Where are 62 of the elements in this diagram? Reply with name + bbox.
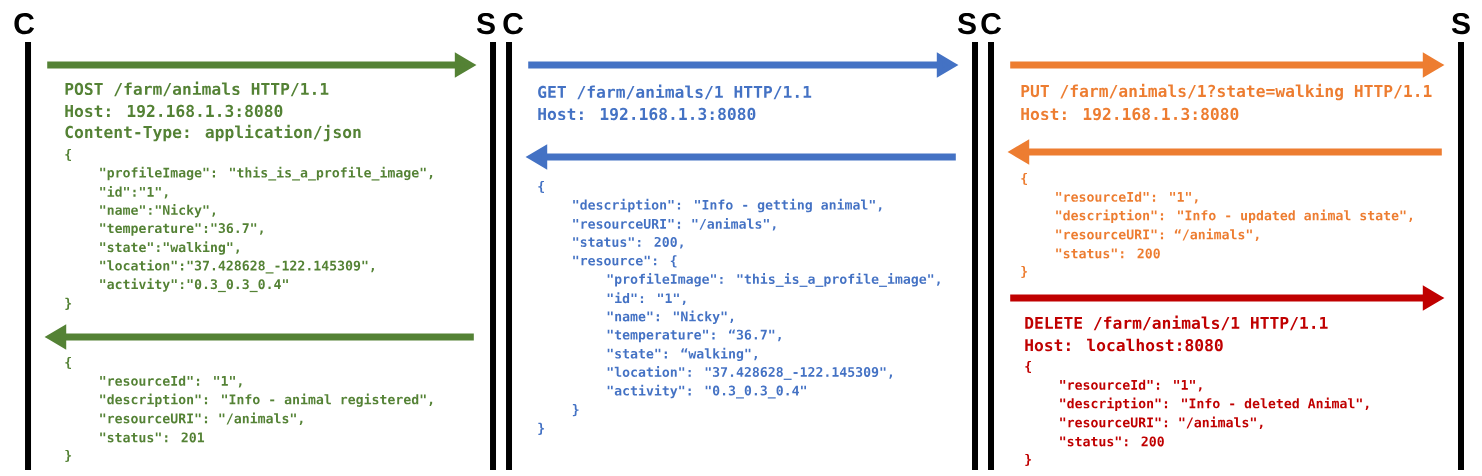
node-label: S	[1451, 13, 1470, 35]
code-line: Host: localhost:8080	[1025, 338, 1223, 352]
code-line: }	[538, 422, 545, 435]
code-line: "resourceId": "1",	[100, 375, 242, 388]
node-label: C	[503, 13, 524, 35]
code-line: "status": 201	[100, 432, 205, 443]
code-line: GET /farm/animals/1 HTTP/1.1	[538, 84, 812, 100]
code-line: }	[65, 449, 72, 463]
code-line: }	[65, 297, 72, 310]
code-line: "profileImage": "this_is_a_profile_image",	[607, 273, 940, 287]
code-line: "status": 200	[1056, 248, 1160, 259]
code-line: }	[1021, 265, 1028, 279]
code-line: "id": "1",	[607, 292, 686, 305]
node-label: S	[476, 13, 495, 35]
code-line: {	[65, 356, 71, 370]
code-line: Host: 192.168.1.3:8080	[538, 107, 756, 121]
code-line: "status": 200,	[573, 236, 683, 249]
code-line: POST /farm/animals HTTP/1.1	[65, 81, 329, 97]
code-line: "resourceURI": "/animals",	[573, 217, 776, 231]
code-line: {	[1021, 172, 1027, 186]
lifeline: C	[14, 13, 35, 470]
code-line: "activity": "0.3_0.3_0.4"	[607, 384, 806, 399]
lifeline: S	[1451, 13, 1470, 470]
code-line: "state":"walking",	[100, 241, 239, 255]
code-line: PUT /farm/animals/1?state=walking HTTP/1.1	[1021, 83, 1432, 101]
code-line: "resourceURI": “/animals",	[1056, 228, 1259, 242]
code-line: "resource": {	[573, 255, 677, 268]
code-line: }	[1025, 453, 1032, 467]
node-label: C	[981, 13, 1002, 35]
code-line: "resourceURI": "/animals",	[100, 412, 303, 426]
code-line: "location":"37.428628_-122.145309",	[100, 259, 374, 274]
code-line: Host: 192.168.1.3:8080	[1021, 107, 1239, 121]
code-line: {	[538, 180, 544, 194]
code-line: "temperature":"36.7",	[100, 223, 263, 236]
lifeline: C	[981, 13, 1001, 470]
lifeline: C	[503, 13, 524, 470]
code-line: "name":"Nicky",	[100, 204, 215, 218]
code-line: "description": "Info - updated animal state",	[1056, 209, 1412, 223]
code-line: "profileImage": "this_is_a_profile_image",	[100, 166, 433, 181]
code-line: "name": "Nicky",	[607, 310, 734, 324]
code-line: "resourceId": "1",	[1056, 191, 1198, 204]
code-line: "description": "Info - animal registered",	[100, 393, 433, 407]
code-line: "description": "Info - getting animal",	[573, 198, 882, 213]
code-line: "id":"1",	[100, 185, 168, 199]
code-line: "temperature": “36.7",	[607, 329, 781, 343]
code-line: {	[65, 148, 71, 162]
code-line: "activity":"0.3_0.3_0.4"	[100, 278, 288, 293]
code-line: "resourceURI": "/animals",	[1060, 416, 1263, 430]
code-line: "status": 200	[1060, 436, 1164, 447]
lifeline: S	[476, 13, 496, 470]
code-line: Content-Type: application/json	[65, 124, 361, 142]
node-label: S	[957, 13, 976, 35]
lifeline: S	[957, 13, 978, 470]
code-line: Host: 192.168.1.3:8080	[65, 104, 283, 118]
code-line: "resourceId": "1",	[1060, 379, 1202, 392]
code-line: "state": “walking",	[607, 347, 757, 362]
node-label: C	[14, 13, 35, 35]
code-line: "description": "Info - deleted Animal",	[1060, 397, 1369, 411]
code-line: "location": "37.428628_-122.145309",	[607, 366, 892, 380]
code-line: {	[1025, 360, 1031, 374]
code-line: }	[572, 404, 579, 417]
code-line: DELETE /farm/animals/1 HTTP/1.1	[1025, 315, 1328, 331]
